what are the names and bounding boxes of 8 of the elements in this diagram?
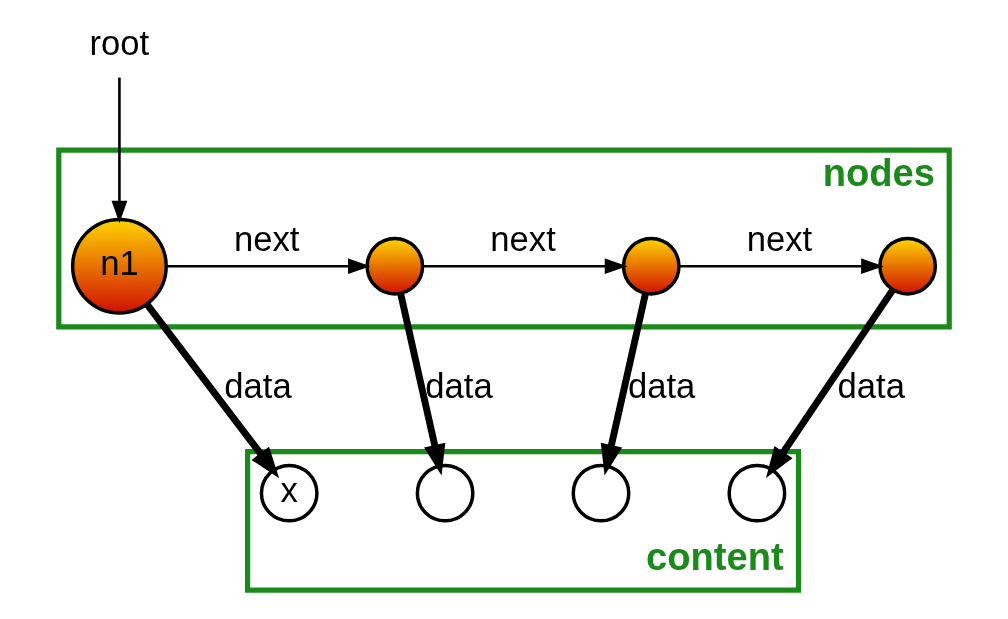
node-text: root bbox=[89, 23, 150, 62]
edge-label: next bbox=[746, 219, 813, 258]
edge-label: data bbox=[627, 366, 696, 405]
edge-label: data bbox=[224, 366, 292, 405]
edge-label: data bbox=[837, 366, 905, 405]
edge-label: next bbox=[490, 219, 556, 258]
edge-label: data bbox=[425, 366, 493, 405]
edge-label: next bbox=[233, 219, 300, 258]
